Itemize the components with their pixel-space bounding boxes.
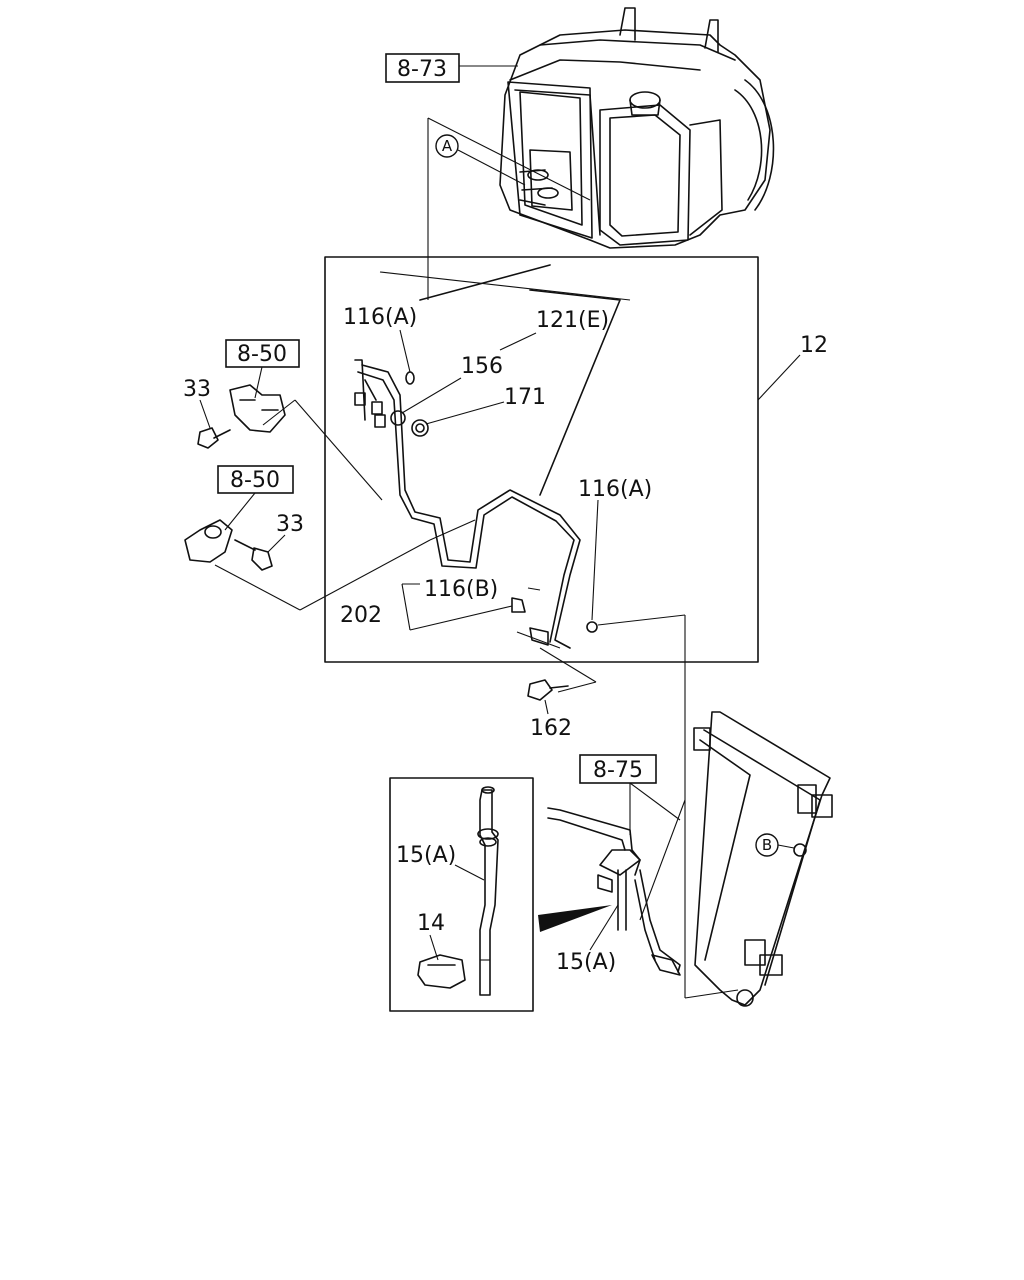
label-15a-inset: 15(A)	[396, 843, 456, 868]
ref-label-8-75: 8-75	[593, 758, 643, 783]
condenser-assembly	[547, 614, 833, 1007]
label-162: 162	[530, 716, 572, 741]
callout-a: A	[435, 134, 526, 186]
callout-b: B	[755, 833, 795, 857]
ref-box-8-75: 8-75	[579, 754, 657, 784]
clip-upper	[197, 384, 286, 449]
callout-a-text: A	[442, 137, 453, 155]
ref-label-8-73: 8-73	[397, 57, 447, 82]
pointer-wedge	[538, 905, 612, 932]
label-33-upper: 33	[183, 377, 211, 402]
ref-box-8-50-upper: 8-50	[225, 339, 300, 399]
ref-box-8-73: 8-73	[385, 53, 518, 83]
label-14: 14	[417, 911, 445, 936]
ref-label-8-50-lower: 8-50	[230, 468, 280, 493]
callout-b-text: B	[762, 836, 772, 854]
label-116a-right: 116(A)	[578, 477, 652, 502]
label-15a-main: 15(A)	[556, 950, 616, 975]
label-33-lower: 33	[276, 512, 304, 537]
o-rings-nuts	[390, 371, 598, 693]
label-121e: 121(E)	[536, 308, 609, 333]
ref-box-8-50-lower: 8-50	[217, 465, 294, 531]
evaporator-unit	[499, 7, 775, 249]
inset-panel	[389, 777, 534, 1012]
bolt-162	[527, 679, 569, 701]
label-171: 171	[504, 385, 546, 410]
ref-label-8-50-upper: 8-50	[237, 342, 287, 367]
pipe-assembly-frame	[324, 117, 801, 663]
part-labels: 116(A) 121(E) 156 171 12 116(A) 116(B) 2…	[183, 305, 828, 975]
clip-lower	[184, 519, 273, 571]
label-12: 12	[800, 333, 828, 358]
refrigerant-pipe	[214, 264, 621, 649]
label-202: 202	[340, 603, 382, 628]
label-116b: 116(B)	[424, 577, 498, 602]
label-116a-top: 116(A)	[343, 305, 417, 330]
label-156: 156	[461, 354, 503, 379]
